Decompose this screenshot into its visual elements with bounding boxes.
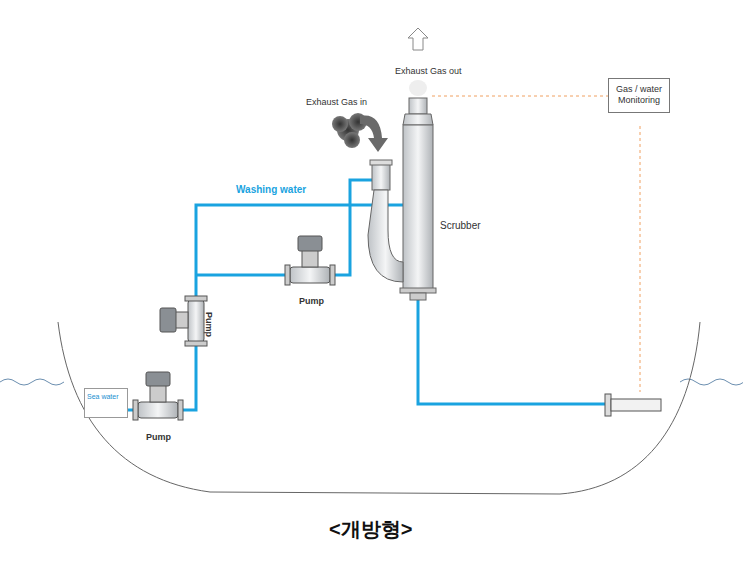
- sea-wave: [0, 379, 64, 385]
- gas-in-label: Exhaust Gas in: [306, 97, 367, 107]
- gas-in-arrow: [360, 115, 388, 152]
- component-label: Scrubber: [440, 220, 481, 231]
- exhaust-plume: [409, 80, 427, 96]
- sea-water-box: Sea water: [84, 388, 128, 418]
- node-text: Gas / water Monitoring: [612, 84, 666, 107]
- pump-label: Pump: [146, 432, 171, 442]
- monitoring-box: Gas / water Monitoring: [608, 78, 670, 113]
- pump-label: Pump: [299, 296, 324, 306]
- monitoring-line: [432, 96, 640, 392]
- pump-symbol: [133, 372, 183, 420]
- diagram-caption: <개방형>: [329, 516, 412, 543]
- ship-hull: [58, 322, 700, 494]
- pump-label: Pump: [204, 312, 214, 337]
- pipe-label: Washing water: [236, 184, 306, 195]
- pump-symbol: [285, 236, 335, 285]
- pump-symbol: [160, 296, 207, 346]
- overboard-outlet: [605, 394, 661, 416]
- gas-out-arrow: [408, 28, 428, 50]
- node-text: Sea water: [87, 393, 125, 401]
- gas-out-label: Exhaust Gas out: [395, 66, 462, 76]
- water-pipe: [100, 180, 606, 410]
